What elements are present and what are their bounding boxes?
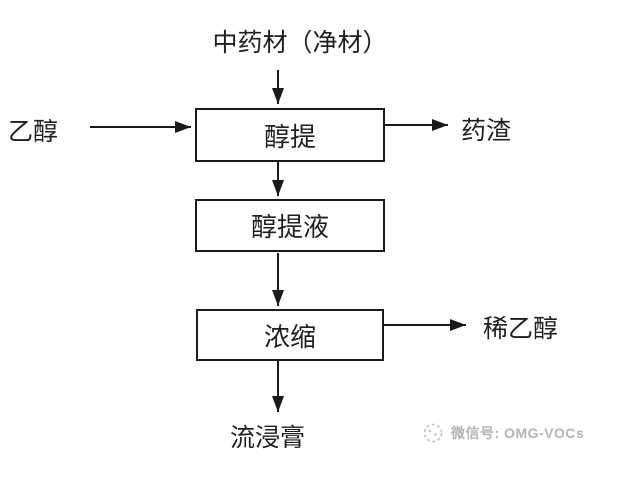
final-product-label: 流浸膏 xyxy=(230,424,306,452)
source-material-label: 中药材（净材） xyxy=(212,29,388,57)
wechat-logo-icon xyxy=(422,422,444,444)
alcohol-extraction-label: 醇提 xyxy=(263,121,316,152)
residue-output-label: 药渣 xyxy=(461,117,512,145)
ethanol-input-label: 乙醇 xyxy=(8,118,59,146)
process-box-concentration: 浓缩 xyxy=(196,309,384,361)
process-box-alcohol-extraction: 醇提 xyxy=(195,108,385,162)
watermark: 微信号: OMG-VOCs xyxy=(422,422,584,444)
concentration-label: 浓缩 xyxy=(263,321,316,352)
watermark-text: 微信号: OMG-VOCs xyxy=(451,425,585,441)
process-box-extract-liquid: 醇提液 xyxy=(195,199,385,252)
extract-liquid-label: 醇提液 xyxy=(250,212,329,242)
dilute-ethanol-output-label: 稀乙醇 xyxy=(483,315,559,343)
